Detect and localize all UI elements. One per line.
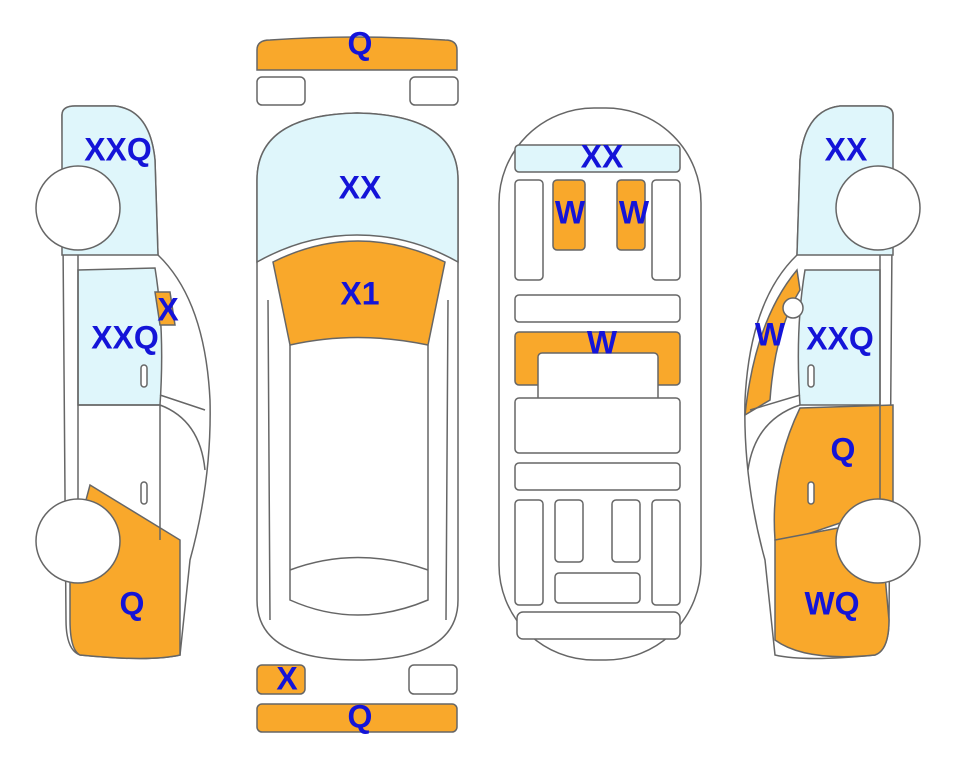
- right-rear-handle: [807, 481, 815, 505]
- front-right-panel: [651, 179, 681, 281]
- rear-left-light[interactable]: [256, 664, 306, 695]
- label-windshield: X1: [340, 275, 379, 311]
- interior-view: XX W W W: [498, 107, 702, 661]
- label-right-door: Q: [831, 431, 856, 467]
- left-door-handle: [140, 364, 148, 388]
- rear-right-light: [408, 664, 458, 695]
- label-dashboard: XX: [581, 138, 624, 174]
- label-left-mirror: X: [157, 291, 179, 327]
- rear-right-panel: [651, 499, 681, 606]
- label-rear-left-light: X: [276, 660, 298, 696]
- windshield[interactable]: [272, 240, 446, 346]
- top-view: Q XX X1 X Q: [256, 25, 459, 734]
- seat-front-left[interactable]: [552, 179, 586, 251]
- top-hood[interactable]: [256, 112, 459, 264]
- label-rear-bumper: Q: [348, 698, 373, 734]
- label-right-hood: XX: [825, 131, 868, 167]
- left-front-wheel: [35, 165, 121, 251]
- label-left-hood: XXQ: [84, 131, 152, 167]
- right-side-view: XX W XXQ Q WQ: [744, 105, 921, 660]
- label-front-bumper: Q: [348, 25, 373, 61]
- label-top-hood: XX: [339, 169, 382, 205]
- label-console: W: [587, 324, 618, 360]
- left-rear-handle: [140, 481, 148, 505]
- left-mirror[interactable]: [154, 291, 176, 326]
- left-rear-wheel: [35, 498, 121, 584]
- rear-bar: [514, 462, 681, 491]
- rear-seat-bench: [554, 572, 641, 604]
- front-right-light: [409, 76, 459, 106]
- label-left-rear: Q: [120, 585, 145, 621]
- label-seat-front-right: W: [619, 194, 650, 230]
- label-right-window: XXQ: [806, 320, 874, 356]
- left-side-view: XXQ XXQ X Q: [35, 105, 211, 660]
- seat-front-right[interactable]: [616, 179, 646, 251]
- label-right-rear: WQ: [804, 585, 859, 621]
- front-left-light: [256, 76, 306, 106]
- trunk: [516, 611, 681, 640]
- label-left-window: XXQ: [91, 319, 159, 355]
- rear-area: [514, 397, 681, 454]
- right-door-handle: [807, 364, 815, 388]
- rear-seat-right: [611, 499, 641, 563]
- dashboard[interactable]: [514, 144, 681, 173]
- label-right-a-pillar: W: [755, 316, 786, 352]
- right-rear-wheel: [835, 498, 921, 584]
- label-seat-front-left: W: [555, 194, 586, 230]
- rear-bumper[interactable]: [256, 703, 458, 733]
- right-window[interactable]: [797, 269, 881, 406]
- front-left-panel: [514, 179, 544, 281]
- right-front-wheel: [835, 165, 921, 251]
- front-bumper[interactable]: [256, 36, 458, 71]
- right-mirror: [782, 297, 804, 319]
- rear-seat-left: [554, 499, 584, 563]
- rear-left-panel: [514, 499, 544, 606]
- mid-bar: [514, 294, 681, 323]
